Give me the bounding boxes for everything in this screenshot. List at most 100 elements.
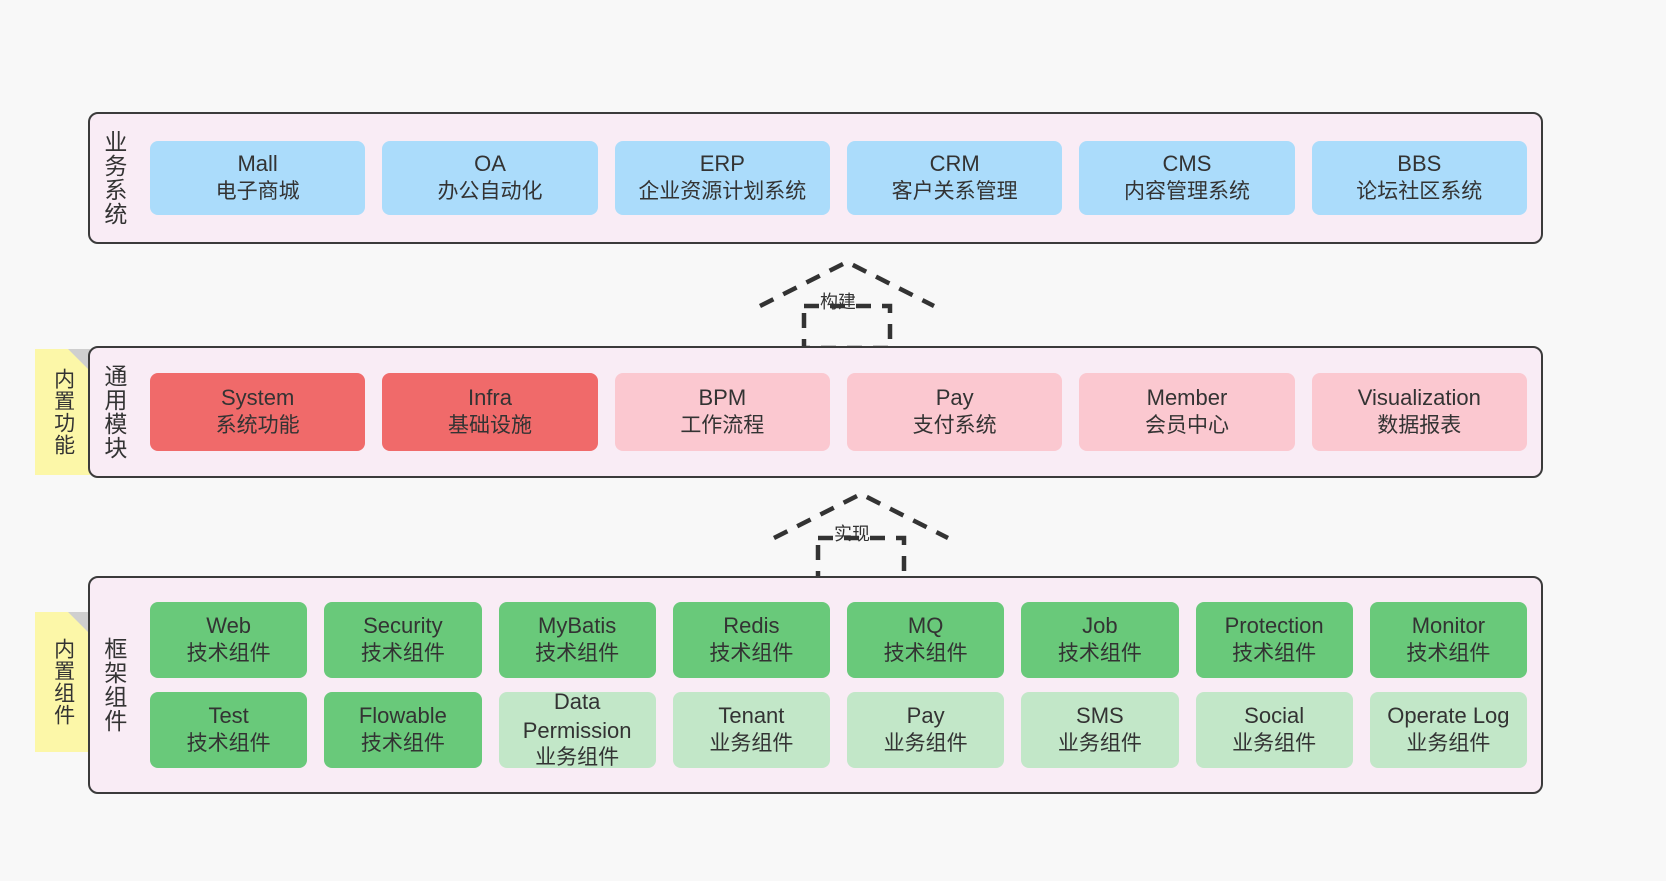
node-tenant[interactable]: Tenant 业务组件: [672, 692, 830, 768]
node-member[interactable]: Member 会员中心: [1079, 373, 1295, 451]
node-security[interactable]: Security 技术组件: [324, 602, 482, 678]
note-builtin-functions: 内置功能: [35, 349, 90, 475]
node-mybatis[interactable]: MyBatis 技术组件: [498, 602, 656, 678]
node-operate-log[interactable]: Operate Log 业务组件: [1369, 692, 1527, 768]
node-title-cn: 技术组件: [360, 641, 445, 665]
node-title-en: Social: [1244, 703, 1305, 729]
node-title-cn: 技术组件: [186, 731, 271, 755]
node-title-cn: 技术组件: [1232, 641, 1317, 665]
node-title-cn: 技术组件: [1057, 641, 1142, 665]
node-title-cn: 技术组件: [535, 641, 620, 665]
node-title-en: Infra: [467, 385, 512, 411]
node-crm[interactable]: CRM 客户关系管理: [846, 141, 1063, 215]
layer-body-framework: Web 技术组件 Security 技术组件 MyBatis 技术组件 Redi…: [136, 578, 1541, 792]
node-title-en: Visualization: [1357, 385, 1481, 411]
node-title-cn: 论坛社区系统: [1356, 179, 1483, 203]
node-title-cn: 技术组件: [360, 731, 445, 755]
node-title-en: Flowable: [358, 703, 447, 729]
node-bpm[interactable]: BPM 工作流程: [614, 373, 830, 451]
note-label: 内置组件: [51, 638, 75, 726]
node-title-en: BBS: [1397, 151, 1442, 177]
node-title-cn: 业务组件: [1406, 731, 1491, 755]
node-infra[interactable]: Infra 基础设施: [382, 373, 598, 451]
node-title-cn: 工作流程: [680, 413, 765, 437]
node-title-en: Redis: [723, 613, 780, 639]
node-title-cn: 业务组件: [1232, 731, 1317, 755]
node-title-en: Security: [363, 613, 443, 639]
node-title-cn: 电子商城: [215, 179, 300, 203]
node-title-cn: 基础设施: [447, 413, 532, 437]
node-mq[interactable]: MQ 技术组件: [847, 602, 1005, 678]
node-oa[interactable]: OA 办公自动化: [382, 141, 598, 215]
layer-business-systems: 业务系统 Mall 电子商城 OA 办公自动化 ERP 企业资源计划系统 CRM…: [88, 112, 1543, 244]
note-label: 内置功能: [51, 368, 75, 456]
connector-label-realize: 实现: [834, 524, 870, 544]
node-title-en: SMS: [1076, 703, 1124, 729]
node-title-en: MQ: [907, 613, 944, 639]
node-job[interactable]: Job 技术组件: [1021, 602, 1179, 678]
node-erp[interactable]: ERP 企业资源计划系统: [614, 141, 830, 215]
node-title-cn: 系统功能: [215, 413, 300, 437]
node-title-cn: 办公自动化: [437, 179, 543, 203]
node-test[interactable]: Test 技术组件: [150, 692, 308, 768]
node-system[interactable]: System 系统功能: [150, 373, 366, 451]
node-title-en: CRM: [929, 151, 980, 177]
node-title-en: Job: [1082, 613, 1118, 639]
node-bbs[interactable]: BBS 论坛社区系统: [1311, 141, 1527, 215]
node-title-en: Protection: [1224, 613, 1324, 639]
node-title-en: Pay: [935, 385, 974, 411]
connector-build: 构建: [752, 256, 942, 351]
note-builtin-components: 内置组件: [35, 612, 90, 752]
node-title-en: Web: [206, 613, 252, 639]
node-title-cn: 业务组件: [883, 731, 968, 755]
node-title-en: Pay: [906, 703, 945, 729]
node-cms[interactable]: CMS 内容管理系统: [1079, 141, 1295, 215]
node-title-cn: 技术组件: [1406, 641, 1491, 665]
node-web[interactable]: Web 技术组件: [150, 602, 308, 678]
node-protection[interactable]: Protection 技术组件: [1195, 602, 1353, 678]
node-title-en: ERP: [699, 151, 745, 177]
node-sms[interactable]: SMS 业务组件: [1021, 692, 1179, 768]
node-title-cn: 支付系统: [912, 413, 997, 437]
layer-framework-components: 框架组件 Web 技术组件 Security 技术组件 MyBatis 技术组件…: [88, 576, 1543, 794]
node-title-cn: 技术组件: [883, 641, 968, 665]
node-title-en: Tenant: [718, 703, 785, 729]
node-title-cn: 业务组件: [709, 731, 794, 755]
layer-common-modules: 通用模块 System 系统功能 Infra 基础设施 BPM 工作流程 Pay…: [88, 346, 1543, 478]
node-flowable[interactable]: Flowable 技术组件: [324, 692, 482, 768]
connector-label-build: 构建: [820, 292, 856, 312]
node-title-en: Member: [1146, 385, 1228, 411]
node-row: System 系统功能 Infra 基础设施 BPM 工作流程 Pay 支付系统…: [150, 373, 1527, 451]
node-pay-module[interactable]: Pay 支付系统: [846, 373, 1063, 451]
node-title-en: MyBatis: [538, 613, 617, 639]
dashed-arrow-icon: [772, 491, 950, 583]
node-title-en: BPM: [698, 385, 747, 411]
node-redis[interactable]: Redis 技术组件: [672, 602, 830, 678]
node-title-cn: 数据报表: [1377, 413, 1462, 437]
node-title-en: Monitor: [1411, 613, 1486, 639]
node-pay-component[interactable]: Pay 业务组件: [847, 692, 1005, 768]
node-title-en: Data Permission: [522, 689, 632, 743]
connector-realize: 实现: [766, 488, 956, 583]
node-title-cn: 企业资源计划系统: [638, 179, 807, 203]
node-title-cn: 业务组件: [535, 745, 620, 769]
node-mall[interactable]: Mall 电子商城: [150, 141, 366, 215]
layer-title-common: 通用模块: [100, 364, 127, 460]
node-title-en: Operate Log: [1387, 703, 1510, 729]
node-row: Web 技术组件 Security 技术组件 MyBatis 技术组件 Redi…: [150, 602, 1527, 678]
node-title-cn: 业务组件: [1057, 731, 1142, 755]
node-data-permission[interactable]: Data Permission 业务组件: [498, 689, 656, 769]
node-social[interactable]: Social 业务组件: [1195, 692, 1353, 768]
node-row: Test 技术组件 Flowable 技术组件 Data Permission …: [150, 689, 1527, 769]
node-title-en: OA: [474, 151, 506, 177]
node-monitor[interactable]: Monitor 技术组件: [1369, 602, 1527, 678]
node-title-cn: 技术组件: [186, 641, 271, 665]
node-row: Mall 电子商城 OA 办公自动化 ERP 企业资源计划系统 CRM 客户关系…: [150, 141, 1527, 215]
node-visualization[interactable]: Visualization 数据报表: [1311, 373, 1527, 451]
layer-body-business: Mall 电子商城 OA 办公自动化 ERP 企业资源计划系统 CRM 客户关系…: [136, 114, 1541, 242]
node-title-cn: 技术组件: [709, 641, 794, 665]
layer-title-business: 业务系统: [100, 130, 127, 226]
node-title-en: Mall: [237, 151, 278, 177]
node-title-cn: 会员中心: [1144, 413, 1229, 437]
